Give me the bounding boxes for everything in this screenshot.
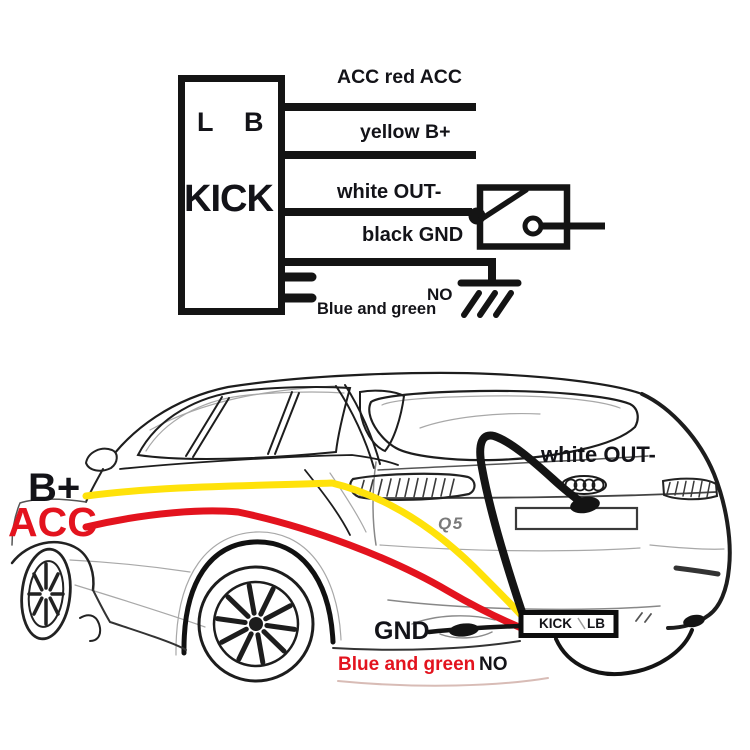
bumper-crease-right <box>649 544 725 550</box>
rear-face-left-edge <box>372 461 377 546</box>
side-mirror <box>84 447 118 472</box>
module-title: KICK <box>184 178 274 220</box>
bumper-reflector <box>673 565 721 577</box>
bumper-squiggle <box>411 615 496 639</box>
rear-hub <box>249 617 263 631</box>
switch-contact-ring <box>522 215 544 237</box>
rear-wheel-arch <box>181 539 336 656</box>
exhaust-tip <box>683 614 705 628</box>
rear-wheel-spokes <box>214 583 298 665</box>
kick-sensor-strip <box>518 610 619 638</box>
right-tail-light <box>661 477 719 501</box>
rear-arch-shadow <box>175 531 342 656</box>
switch-box <box>476 184 571 250</box>
roof-line <box>101 371 644 471</box>
rear-tire <box>197 565 315 683</box>
switch-lever <box>477 187 529 223</box>
car-sketch <box>10 371 732 687</box>
tailgate-seam-lower <box>375 491 717 499</box>
rear-window-reflection <box>419 412 541 429</box>
kick-module-box <box>178 75 285 315</box>
beltline <box>119 454 399 470</box>
quarter-shading-stroke <box>304 469 351 536</box>
front-wheel <box>10 540 102 642</box>
module-terminal-b: B <box>244 107 264 137</box>
front-wheel-spokes <box>27 562 65 626</box>
sensor-label-kick: KICK <box>539 616 572 631</box>
sensor-label-lb: LB <box>587 616 605 631</box>
a-pillar-front <box>85 468 104 503</box>
gnd-wire <box>285 258 496 280</box>
mudflap-arc <box>79 614 102 642</box>
side-sketch-line <box>69 559 191 573</box>
module-terminal-l: L <box>197 107 214 137</box>
blue-green-stub-wires <box>280 272 317 303</box>
wire-label-blue-green: Blue and green <box>317 300 437 318</box>
car-label-white-out: white OUT- <box>541 442 656 467</box>
underbody-faint-line <box>337 677 549 687</box>
tailgate-seam <box>377 455 649 471</box>
quarter-window <box>359 389 406 453</box>
side-window-outline <box>136 386 352 460</box>
car-label-gnd: GND <box>374 617 430 645</box>
sensor-strip-slash <box>577 617 586 630</box>
c-pillar-stroke <box>267 391 300 455</box>
wire-label-bplus: yellow B+ <box>360 121 451 143</box>
car-label-acc: ACC <box>8 499 97 545</box>
wire-label-gnd: black GND <box>362 224 464 246</box>
ground-symbol <box>457 279 522 318</box>
wire-label-out: white OUT- <box>337 181 442 203</box>
right-wheel-arch <box>554 628 694 676</box>
bumper-crease-upper <box>379 544 641 552</box>
bumper-tick-marks <box>635 612 652 623</box>
front-tire <box>20 547 72 641</box>
car-label-bplus: B+ <box>28 466 81 510</box>
white-out-wire-black <box>476 431 590 616</box>
kick-switch-symbol <box>468 184 605 250</box>
car-wires <box>82 431 600 637</box>
rocker-line-rear <box>332 640 521 651</box>
car-label-no: NO <box>479 654 508 675</box>
wire-label-acc: ACC red ACC <box>337 66 462 88</box>
rocker-line <box>92 589 187 651</box>
kick-module-schematic <box>178 75 605 318</box>
rear-wheel <box>181 539 336 683</box>
rear-rim <box>212 580 300 668</box>
right-rear-outline <box>640 392 732 630</box>
front-edge <box>11 498 87 546</box>
d-pillar-stroke <box>335 384 381 469</box>
rear-window-outline <box>368 389 639 462</box>
acc-red-wire <box>82 507 523 631</box>
wire-label-no: NO <box>427 285 453 304</box>
rear-window-inner-line <box>381 395 621 409</box>
quarter-shading-stroke2 <box>329 472 367 533</box>
gnd-connector-blob <box>449 623 479 637</box>
car-label-blue-green: Blue and green <box>338 654 476 675</box>
front-rim <box>27 560 65 628</box>
b-pillar-stroke <box>185 396 230 458</box>
bplus-yellow-wire <box>82 479 527 621</box>
white-out-connector-blob <box>570 496 600 514</box>
front-wheel-arch <box>10 540 95 592</box>
left-tail-light <box>349 472 476 501</box>
car-badge-q5: Q5 <box>438 514 464 533</box>
window-inner-line <box>145 391 345 452</box>
